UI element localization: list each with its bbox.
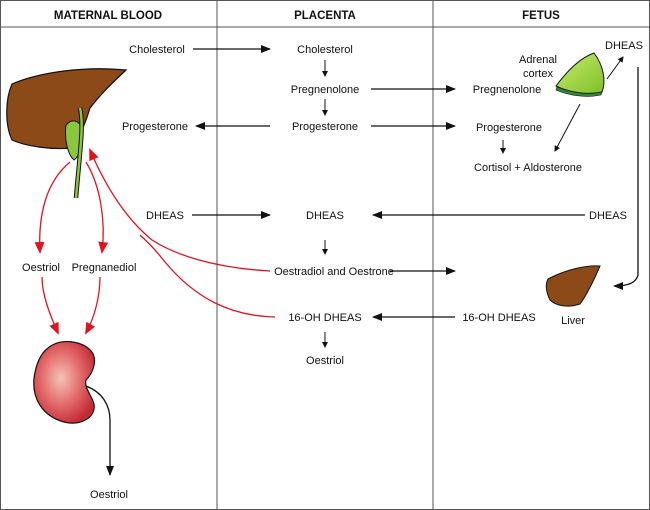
fetal-liver-icon [545, 265, 601, 307]
arrow-adrenal-to-cortisol [554, 103, 581, 152]
red-arrows [34, 148, 276, 335]
fetal-liver-label: Liver [561, 315, 585, 327]
header-placenta: PLACENTA [294, 10, 356, 22]
placenta-oestradiol-oestrone-label: Oestradiol and Oestrone [274, 266, 394, 278]
red-arrow-liver-to-oestriol [34, 161, 71, 254]
red-arrow-oh-dheas-to-liver [139, 234, 276, 318]
urine-oestriol-label: Oestriol [90, 489, 128, 501]
fetal-progesterone-label: Progesterone [476, 122, 542, 134]
header-fetus: FETUS [522, 10, 560, 22]
fetal-oh-dheas-label: 16-OH DHEAS [462, 312, 535, 324]
fetal-pregnenolone-label: Pregnenolone [473, 84, 542, 96]
placenta-oestriol-label: Oestriol [306, 355, 344, 367]
header-maternal-blood: MATERNAL BLOOD [54, 10, 162, 22]
gallbladder-icon [65, 107, 84, 199]
maternal-dheas-label: DHEAS [146, 210, 184, 222]
red-arrow-oestradiol-to-liver [89, 148, 271, 272]
maternal-progesterone-label: Progesterone [122, 121, 188, 133]
placenta-pregnenolone-label: Pregnenolone [291, 84, 360, 96]
placenta-progesterone-label: Progesterone [292, 121, 358, 133]
adrenal-cortex-label-line2: cortex [523, 68, 553, 80]
placenta-dheas-label: DHEAS [306, 210, 344, 222]
red-arrow-liver-to-pregnanediol [85, 161, 109, 254]
fetal-dheas-label: DHEAS [589, 210, 627, 222]
placenta-cholesterol-label: Cholesterol [297, 44, 353, 56]
arrow-dheas-to-fetal-liver [613, 67, 639, 290]
kidney-icon [33, 341, 96, 424]
arrow-kidney-to-oestriol [85, 385, 114, 476]
fetal-dheas-top-label: DHEAS [605, 40, 643, 52]
arrow-adrenal-to-dheas [606, 56, 624, 80]
cortisol-aldosterone-label: Cortisol + Aldosterone [474, 162, 582, 174]
adrenal-gland-icon [555, 52, 605, 97]
adrenal-cortex-label-line1: Adrenal [519, 54, 557, 66]
red-arrow-oestriol-to-kidney [41, 276, 59, 335]
black-arrows [85, 45, 639, 476]
maternal-liver-icon [6, 68, 128, 150]
placenta-oh-dheas-label: 16-OH DHEAS [288, 312, 361, 324]
maternal-pregnanediol-label: Pregnanediol [72, 262, 137, 274]
red-arrow-pregnanediol-to-kidney [85, 276, 101, 335]
maternal-cholesterol-label: Cholesterol [129, 44, 185, 56]
maternal-oestriol-label: Oestriol [22, 262, 60, 274]
